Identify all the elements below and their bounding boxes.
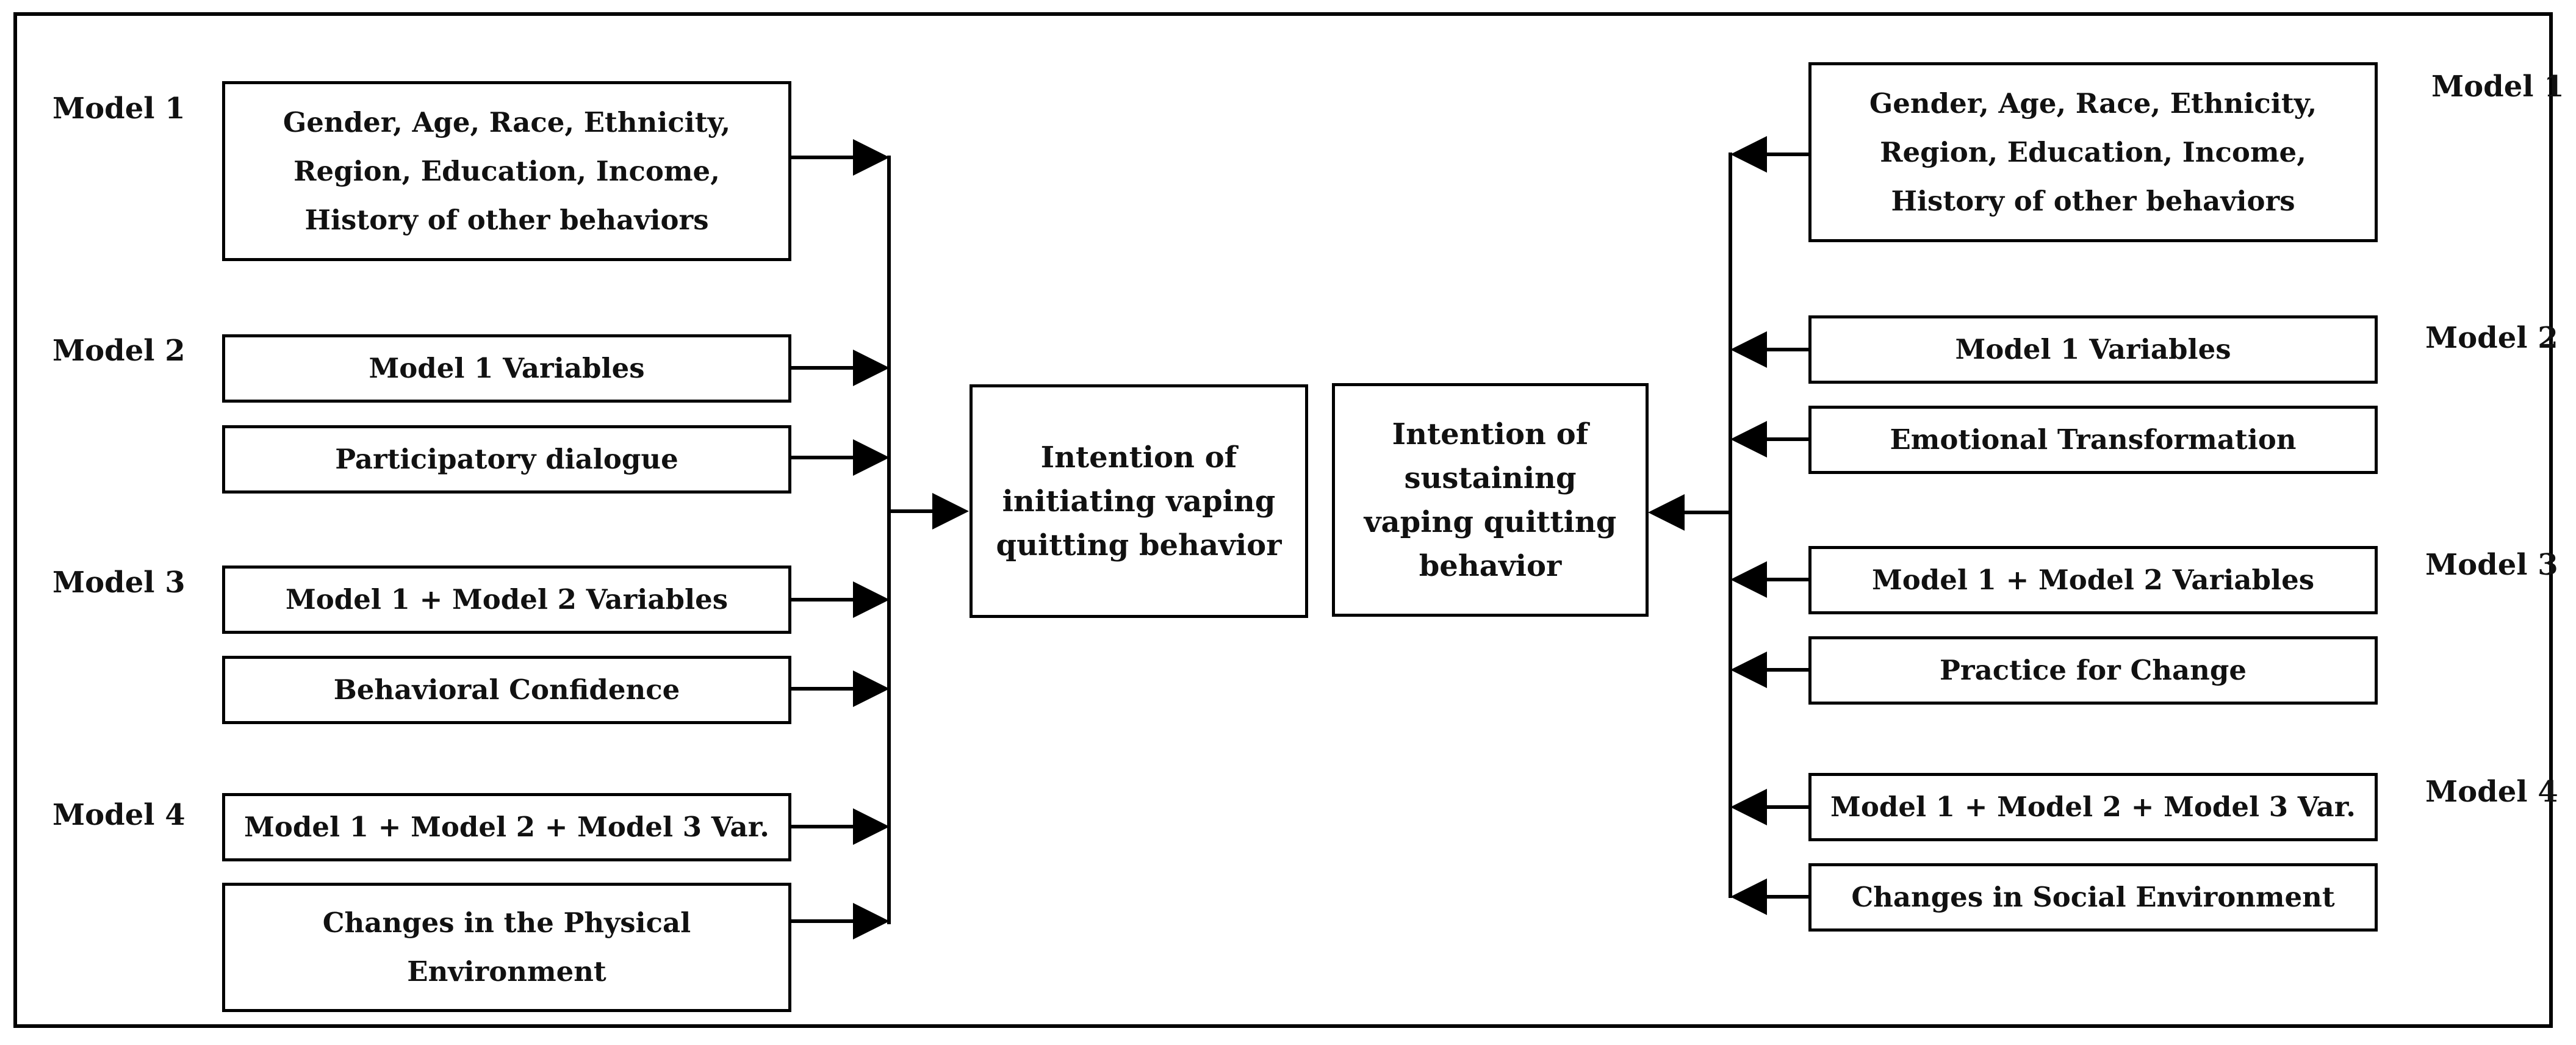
left-model-3-label: Model 3 — [52, 566, 185, 600]
right-box-social-environment: Changes in Social Environment — [1808, 863, 2378, 932]
right-model-2-label: Model 2 — [2425, 321, 2558, 355]
left-box-model1-model2-variables: Model 1 + Model 2 Variables — [222, 566, 791, 634]
right-box-emotional-transformation: Emotional Transformation — [1808, 406, 2378, 474]
right-box-demographics: Gender, Age, Race, Ethnicity, Region, Ed… — [1808, 62, 2378, 242]
right-model-1-label: Model 1 — [2431, 70, 2564, 104]
left-box-model1-variables: Model 1 Variables — [222, 334, 791, 403]
right-model-3-label: Model 3 — [2425, 548, 2558, 582]
left-model-1-label: Model 1 — [52, 92, 185, 126]
diagram-frame — [13, 12, 2553, 1028]
right-box-model1-variables: Model 1 Variables — [1808, 315, 2378, 384]
left-model-4-label: Model 4 — [52, 798, 185, 832]
right-box-model1-2-3-var: Model 1 + Model 2 + Model 3 Var. — [1808, 773, 2378, 841]
right-outcome-sustaining: Intention of sustaining vaping quitting … — [1332, 383, 1649, 617]
right-model-4-label: Model 4 — [2425, 775, 2558, 809]
left-box-behavioral-confidence: Behavioral Confidence — [222, 656, 791, 724]
right-box-practice-for-change: Practice for Change — [1808, 636, 2378, 705]
left-box-model1-2-3-var: Model 1 + Model 2 + Model 3 Var. — [222, 793, 791, 861]
left-model-2-label: Model 2 — [52, 334, 185, 368]
left-box-physical-environment: Changes in the Physical Environment — [222, 883, 791, 1012]
right-box-model1-model2-variables: Model 1 + Model 2 Variables — [1808, 546, 2378, 614]
left-box-participatory-dialogue: Participatory dialogue — [222, 425, 791, 494]
left-outcome-initiating: Intention of initiating vaping quitting … — [970, 384, 1308, 618]
left-box-demographics: Gender, Age, Race, Ethnicity, Region, Ed… — [222, 81, 791, 261]
